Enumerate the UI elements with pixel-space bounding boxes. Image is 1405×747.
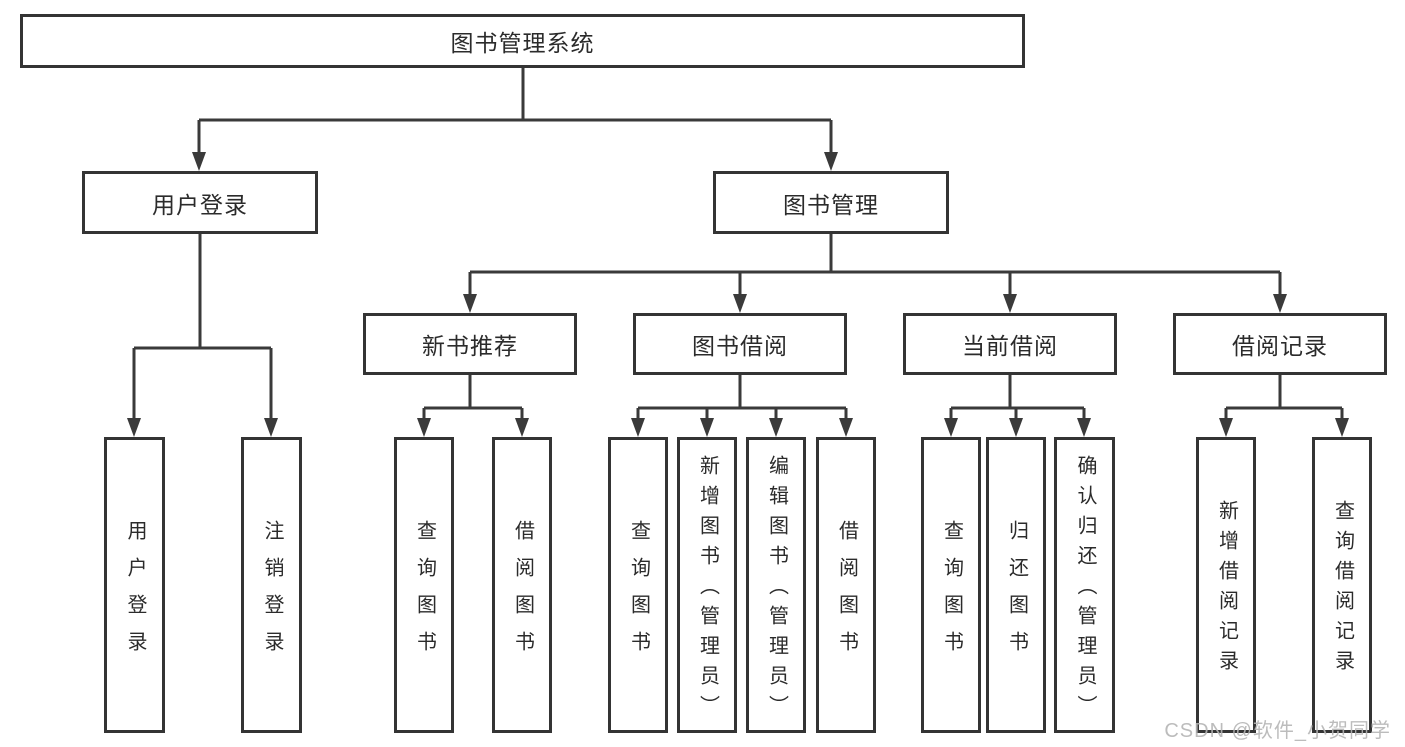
leaf-return-books: 归还图书 — [986, 437, 1046, 733]
leaf-logout: 注销登录 — [241, 437, 302, 733]
node-library-system-label: 图书管理系统 — [450, 30, 595, 56]
leaf-current-query-books-label: 查询图书 — [940, 519, 963, 668]
csdn-watermark: CSDN @软件_小贺同学 — [1164, 720, 1391, 742]
leaf-user-login-label: 用户登录 — [124, 519, 146, 668]
leaf-confirm-return-admin: 确认归还（管理员） — [1054, 437, 1115, 733]
leaf-recommend-query-books-label: 查询图书 — [413, 519, 436, 668]
node-current-borrow: 当前借阅 — [903, 313, 1117, 375]
node-book-borrow: 图书借阅 — [633, 313, 847, 375]
leaf-query-borrow-record-label: 查询借阅记录 — [1331, 500, 1354, 680]
leaf-user-login: 用户登录 — [104, 437, 165, 733]
leaf-current-query-books: 查询图书 — [921, 437, 981, 733]
node-book-management-label: 图书管理 — [783, 191, 879, 218]
leaf-add-book-admin-label: 新增图书（管理员） — [696, 455, 719, 725]
leaf-borrow-query-books-label: 查询图书 — [627, 519, 650, 668]
node-borrow-records: 借阅记录 — [1173, 313, 1387, 375]
leaf-edit-book-admin-label: 编辑图书（管理员） — [765, 455, 788, 725]
node-library-system: 图书管理系统 — [20, 14, 1025, 68]
leaf-borrow-books-label: 借阅图书 — [835, 519, 858, 668]
node-new-book-recommend: 新书推荐 — [363, 313, 577, 375]
leaf-recommend-borrow-books-label: 借阅图书 — [511, 519, 534, 668]
node-book-borrow-label: 图书借阅 — [692, 333, 788, 359]
node-book-management: 图书管理 — [713, 171, 949, 234]
node-user-login: 用户登录 — [82, 171, 318, 234]
node-borrow-records-label: 借阅记录 — [1232, 333, 1328, 359]
node-new-book-recommend-label: 新书推荐 — [422, 333, 518, 359]
leaf-return-books-label: 归还图书 — [1005, 519, 1028, 668]
leaf-recommend-query-books: 查询图书 — [394, 437, 454, 733]
leaf-recommend-borrow-books: 借阅图书 — [492, 437, 552, 733]
arrowhead-down-icons — [127, 152, 1349, 437]
leaf-query-borrow-record: 查询借阅记录 — [1312, 437, 1372, 733]
leaf-edit-book-admin: 编辑图书（管理员） — [746, 437, 806, 733]
leaf-confirm-return-admin-label: 确认归还（管理员） — [1074, 455, 1096, 725]
leaf-borrow-query-books: 查询图书 — [608, 437, 668, 733]
leaf-borrow-books: 借阅图书 — [816, 437, 876, 733]
leaf-add-borrow-record-label: 新增借阅记录 — [1215, 500, 1238, 680]
node-user-login-label: 用户登录 — [152, 191, 248, 218]
node-current-borrow-label: 当前借阅 — [962, 333, 1058, 359]
leaf-add-borrow-record: 新增借阅记录 — [1196, 437, 1256, 733]
leaf-add-book-admin: 新增图书（管理员） — [677, 437, 737, 733]
leaf-logout-label: 注销登录 — [261, 519, 283, 668]
